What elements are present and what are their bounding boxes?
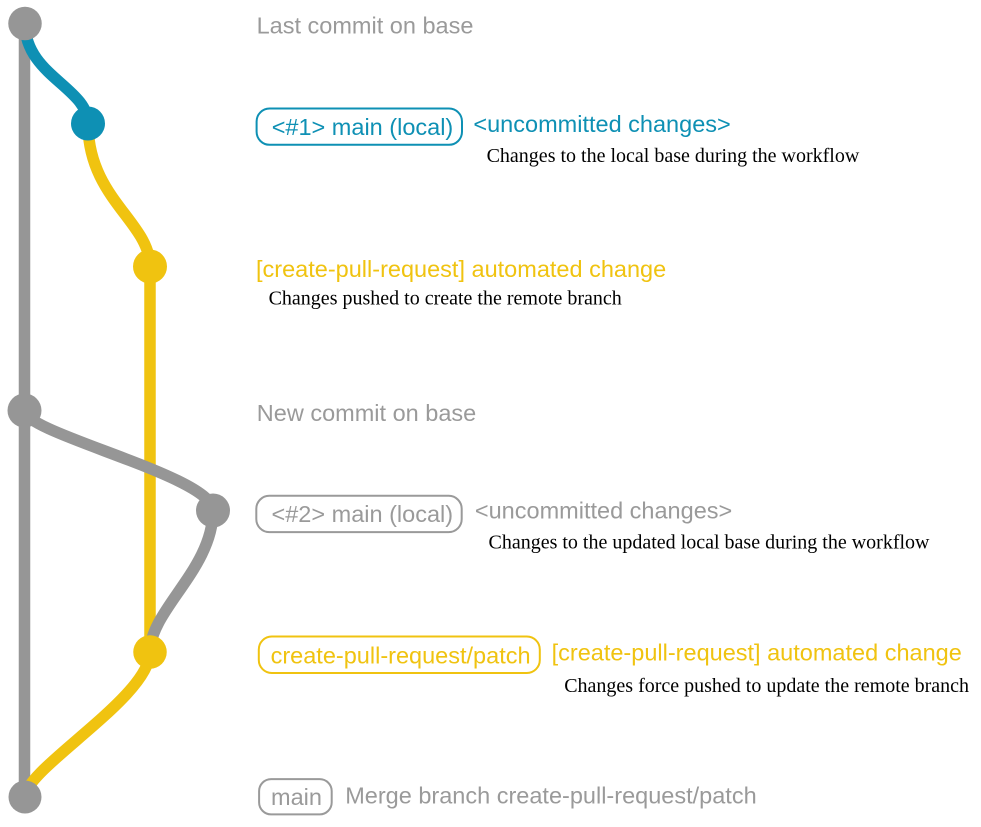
svg-text:Changes to the updated local b: Changes to the updated local base during… (489, 531, 931, 553)
svg-text:Changes to the local base duri: Changes to the local base during the wor… (487, 145, 860, 167)
svg-text:New commit on base: New commit on base (257, 400, 476, 426)
svg-text:create-pull-request/patch: create-pull-request/patch (271, 643, 531, 669)
svg-text:<#1> main (local): <#1> main (local) (272, 114, 454, 140)
svg-text:Changes pushed to create the r: Changes pushed to create the remote bran… (269, 288, 622, 310)
svg-text:Merge branch create-pull-reque: Merge branch create-pull-request/patch (345, 783, 756, 809)
svg-text:<uncommitted changes>: <uncommitted changes> (475, 498, 732, 524)
svg-text:main: main (271, 784, 322, 810)
svg-text:<uncommitted changes>: <uncommitted changes> (473, 111, 730, 137)
svg-text:Last commit on base: Last commit on base (257, 12, 474, 38)
svg-text:[create-pull-request] automate: [create-pull-request] automated change (256, 256, 666, 282)
svg-text:Changes force pushed to update: Changes force pushed to update the remot… (564, 675, 969, 697)
svg-text:[create-pull-request] automate: [create-pull-request] automated change (552, 639, 962, 665)
svg-text:<#2> main (local): <#2> main (local) (272, 501, 454, 527)
